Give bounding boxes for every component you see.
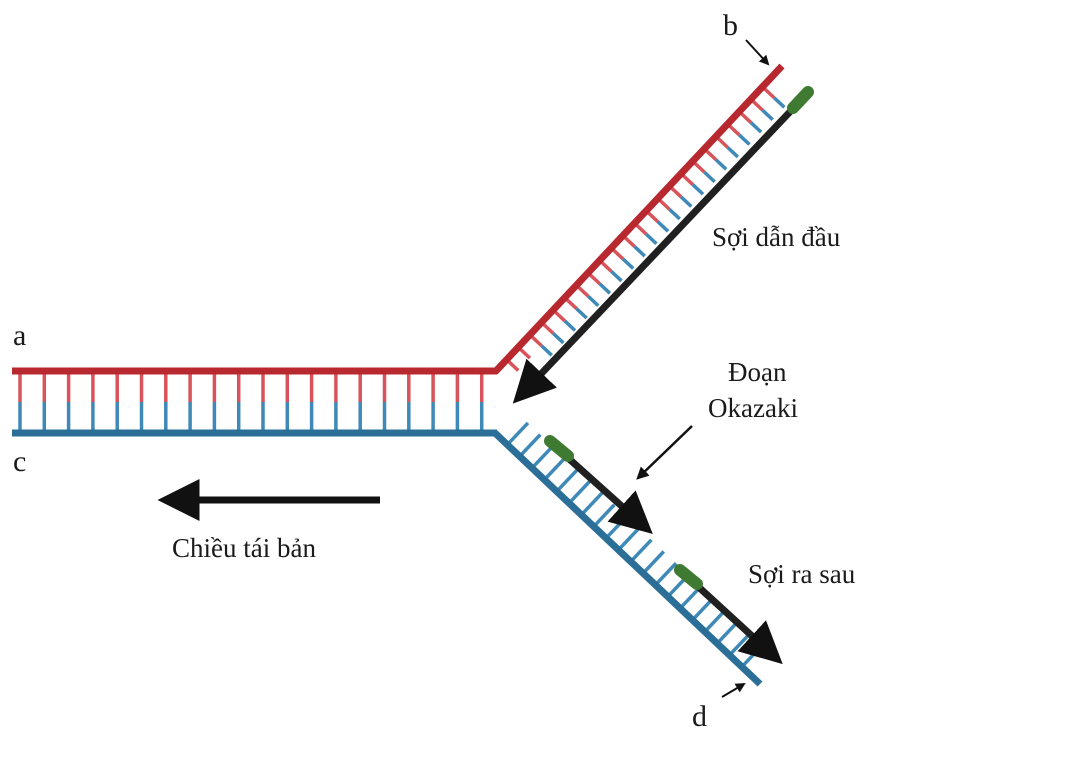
leading-new-base-pairs (540, 96, 786, 357)
pointer-arrow-d (721, 682, 746, 698)
base-pair-new (726, 146, 740, 159)
base-pair-new (714, 158, 728, 171)
base-pair-new (551, 332, 565, 345)
base-pair-blue (580, 491, 604, 517)
lagging-blue-base-pairs (506, 421, 764, 669)
base-pair-new (645, 232, 658, 246)
label-leading-strand: Sợi dẫn đầu (712, 222, 841, 252)
base-pair-blue (543, 456, 567, 481)
base-pair-blue (641, 550, 666, 575)
base-pair-new (598, 282, 612, 295)
base-pair-blue (703, 608, 727, 633)
okazaki-fragment-1-primer (544, 435, 574, 462)
base-pair-blue (654, 561, 678, 587)
base-pair-new (738, 133, 751, 146)
base-pair-new (772, 96, 786, 109)
base-pair-blue (617, 526, 641, 552)
label-b: b (723, 9, 738, 42)
red-base-pairs (18, 372, 484, 402)
blue-base-pairs (18, 402, 484, 432)
okazaki-fragment-2-primer (674, 564, 703, 590)
label-a: a (13, 319, 26, 352)
base-pair-blue (530, 445, 554, 470)
leading-new-strand (512, 93, 808, 404)
base-pair-new (679, 195, 693, 208)
base-pair-new (749, 121, 763, 134)
blue-template-strand-lower (492, 430, 763, 687)
base-pair-blue (715, 620, 740, 645)
base-pair-new (610, 270, 623, 283)
leading-arm (492, 63, 814, 404)
lagging-arm (492, 421, 783, 687)
red-template-strand-upper (492, 63, 785, 375)
label-d: d (692, 700, 707, 733)
base-pair-blue (506, 421, 530, 446)
base-pair-new (586, 294, 600, 308)
pointer-arrow-b (745, 39, 770, 66)
base-pair-new (633, 245, 647, 258)
base-pair-blue (567, 480, 591, 505)
base-pair-new (656, 220, 670, 233)
base-pair-blue (604, 515, 628, 540)
base-pair-new (540, 344, 553, 357)
base-pair-new (575, 307, 588, 320)
base-pair-new (621, 257, 635, 270)
base-pair-new (668, 208, 681, 221)
okazaki-fragment-1 (544, 435, 653, 535)
base-pair-new (703, 170, 716, 184)
label-lagging-strand: Sợi ra sau (748, 559, 856, 589)
base-pair-blue (518, 433, 542, 458)
pointer-arrow-okazaki (636, 425, 693, 480)
parental-dna-duplex (12, 367, 497, 437)
label-replication-direction: Chiều tái bản (172, 533, 316, 563)
okazaki-fragment-2 (674, 564, 783, 665)
base-pair-blue (728, 632, 752, 657)
base-pair-blue (629, 538, 653, 563)
base-pair-blue (740, 643, 764, 669)
base-pair-blue (592, 503, 616, 528)
label-okazaki-line2: Okazaki (708, 393, 798, 423)
label-okazaki-line1: Đoạn (728, 357, 787, 387)
base-pair-blue (555, 468, 579, 493)
base-pair-new (761, 108, 774, 122)
label-c: c (13, 445, 26, 478)
base-pair-new (691, 183, 705, 196)
leading-primer (787, 86, 814, 114)
base-pair-new (563, 319, 577, 332)
